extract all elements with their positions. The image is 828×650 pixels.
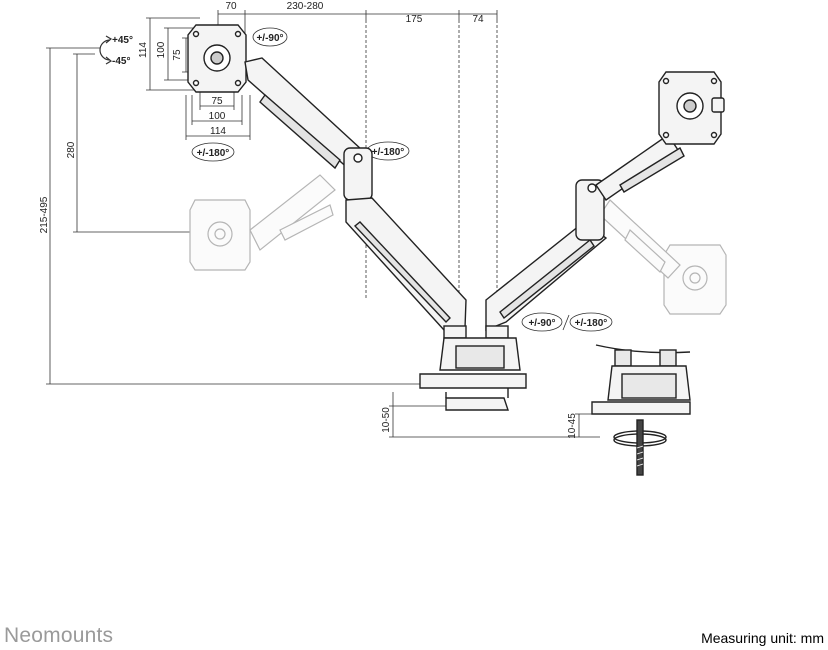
grommet-mount-detail xyxy=(591,344,691,476)
dim-10-45: 10-45 xyxy=(567,413,578,439)
dim-70: 70 xyxy=(225,1,237,12)
dimension-lines xyxy=(46,10,600,438)
dim-100-vertical: 100 xyxy=(156,41,167,58)
ghost-left-position xyxy=(189,174,336,271)
measuring-unit-label: Measuring unit: mm xyxy=(701,630,824,646)
dim-114-vertical: 114 xyxy=(138,42,149,58)
dim-280: 280 xyxy=(66,141,77,158)
svg-text:+/-180°: +/-180° xyxy=(372,147,405,158)
ghost-right-position xyxy=(599,199,727,315)
arm-right xyxy=(485,134,685,332)
arm-left xyxy=(244,57,467,331)
rotation-badge-base: +/-90° +/-180° xyxy=(521,312,613,332)
rotation-badge-elbow: +/-180° xyxy=(366,141,410,161)
svg-text:+/-90°: +/-90° xyxy=(528,318,555,329)
dim-75-horizontal: 75 xyxy=(211,96,223,107)
tilt-up-label: +45° xyxy=(112,35,133,46)
dim-100-horizontal: 100 xyxy=(209,111,226,122)
dim-215-495: 215-495 xyxy=(39,196,50,233)
dim-230-280: 230-280 xyxy=(287,1,324,12)
tilt-down-label: -45° xyxy=(112,56,130,67)
svg-text:+/-180°: +/-180° xyxy=(575,318,608,329)
dim-74: 74 xyxy=(472,14,484,25)
rotation-badge-swivel-plate: +/-180° xyxy=(191,142,235,162)
dimension-labels: 70 230-280 175 74 114 100 75 75 100 114 … xyxy=(39,1,578,439)
dim-75-vertical: 75 xyxy=(172,49,183,61)
brand-logo-text: Neomounts xyxy=(4,624,114,647)
dim-10-50: 10-50 xyxy=(381,407,392,433)
tilt-arrows-icon xyxy=(99,35,113,65)
dim-114-horizontal: 114 xyxy=(210,126,226,137)
pole-and-base xyxy=(419,325,527,411)
dim-175: 175 xyxy=(406,14,423,25)
svg-text:+/-90°: +/-90° xyxy=(256,33,283,44)
vesa-plate-left xyxy=(187,24,247,93)
svg-text:+/-180°: +/-180° xyxy=(197,148,230,159)
rotation-badge-plate: +/-90° xyxy=(252,27,288,47)
vesa-plate-right xyxy=(658,71,725,145)
